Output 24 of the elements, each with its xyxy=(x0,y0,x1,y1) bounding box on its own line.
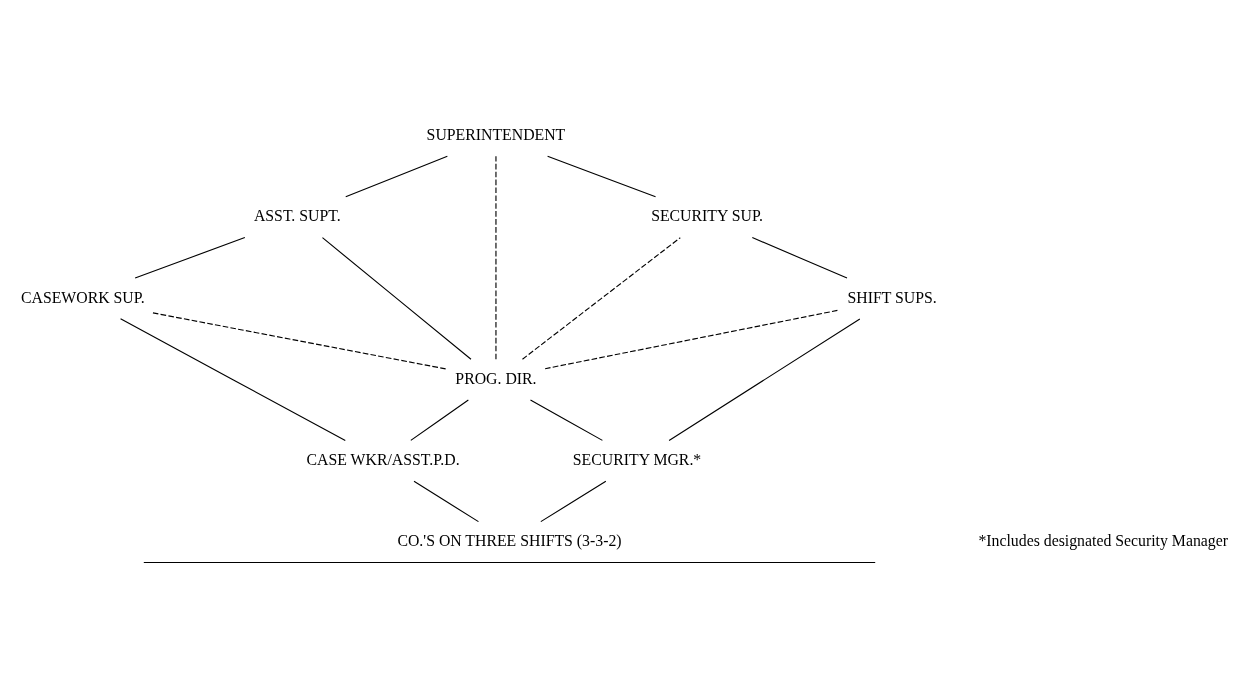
node-text: ASST. SUPT. xyxy=(253,207,341,225)
connector xyxy=(668,318,861,442)
connector xyxy=(321,237,472,360)
node-text: CO.'S ON THREE SHIFTS (3-3-2) xyxy=(397,532,622,550)
connector xyxy=(540,480,607,523)
node-text: SUPERINTENDENT xyxy=(426,126,566,144)
node-text: PROG. DIR. xyxy=(455,369,537,387)
node-text: SECURITY SUP. xyxy=(651,207,763,225)
connector xyxy=(751,237,848,279)
node-text: CASEWORK SUP. xyxy=(20,288,145,306)
connector xyxy=(152,312,448,370)
connector xyxy=(120,318,346,441)
node-text: SECURITY MGR.* xyxy=(572,451,702,469)
connector xyxy=(521,237,681,360)
node-text: SHIFT SUPS. xyxy=(847,288,937,306)
label: *Includes designated Security Manager xyxy=(978,532,1229,550)
connector xyxy=(410,399,469,441)
node-text: CASE WKR/ASST.P.D. xyxy=(306,451,460,469)
connector xyxy=(547,155,657,198)
connector xyxy=(529,399,603,441)
connector xyxy=(134,237,246,279)
connector xyxy=(544,309,840,370)
connector xyxy=(345,155,448,198)
connector xyxy=(413,480,480,523)
